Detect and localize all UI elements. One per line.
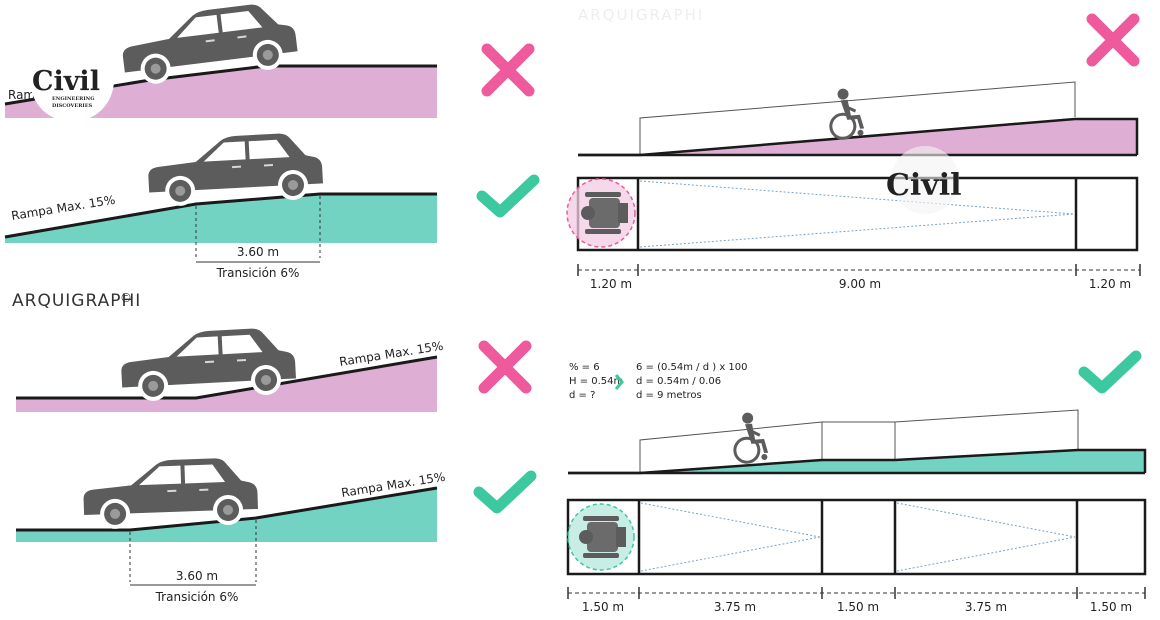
dim-landing-left: 1.20 m	[590, 277, 632, 291]
dim-5: 1.50 m	[1090, 600, 1132, 614]
formula-left-2: H = 0.54m	[569, 376, 623, 387]
transition-slope: Transición 6%	[216, 266, 300, 280]
dim-landing-right: 1.20 m	[1089, 277, 1131, 291]
logo-subtext-2: DISCOVERIES	[52, 103, 93, 109]
ramp-fill-bad	[640, 119, 1137, 155]
logo-subtext: ENGINEERING	[52, 96, 95, 102]
ramp-plan	[576, 176, 1139, 252]
car-panel-2: Rampa Max. 15% 3.60 m Transición 6%	[4, 131, 437, 280]
formula-right-1: 6 = (0.54m / d ) x 100	[636, 362, 748, 373]
car-icon	[119, 326, 297, 403]
ramp-fill-good	[16, 488, 437, 542]
cross-icon	[487, 49, 529, 91]
logo-text: Civil	[32, 66, 100, 97]
dim-2: 3.75 m	[714, 600, 756, 614]
formula-right-2: d = 0.54m / 0.06	[636, 376, 721, 387]
dim-4: 3.75 m	[965, 600, 1007, 614]
check-icon	[1084, 356, 1136, 388]
check-icon	[479, 476, 531, 508]
cross-icon	[1092, 19, 1134, 61]
transition-length: 3.60 m	[176, 569, 218, 583]
wheelchair-icon	[826, 85, 867, 141]
civil-logo: Civil ENGINEERING DISCOVERIES	[30, 38, 114, 122]
brand-copyright: ©	[120, 291, 132, 305]
transition-length: 3.60 m	[237, 245, 279, 259]
dim-1: 1.50 m	[582, 600, 624, 614]
transition-slope: Transición 6%	[155, 590, 239, 604]
brand-label: ARQUIGRAPHI	[12, 291, 141, 311]
watermark-logo: Civil	[886, 168, 962, 203]
cross-icon	[484, 346, 526, 388]
ramp-split-section: % = 6 H = 0.54m d = ? 6 = (0.54m / d ) x…	[566, 362, 1147, 614]
arrow-icon	[614, 374, 624, 390]
formula-left-3: d = ?	[569, 390, 595, 401]
ramp-profile	[4, 192, 437, 239]
ramp-single-section: ARQUIGRAPHI 1.20 m 9.00 m 1.20 m Civil	[566, 6, 1141, 291]
ramp-fill-good	[5, 194, 437, 243]
formula-left-1: % = 6	[569, 362, 600, 373]
check-icon	[482, 180, 534, 212]
ramp-profile	[16, 486, 438, 532]
dim-ramp: 9.00 m	[839, 277, 881, 291]
dim-3: 1.50 m	[837, 600, 879, 614]
ramp-label-cut: Ram	[8, 88, 35, 102]
car-icon	[146, 131, 324, 208]
watermark: ARQUIGRAPHI	[578, 6, 704, 24]
ramp-plan	[566, 498, 1147, 576]
wheelchair-icon	[730, 409, 771, 465]
car-icon	[82, 456, 259, 530]
ramp-label: Rampa Max. 15%	[10, 193, 116, 223]
formula-right-3: d = 9 metros	[636, 390, 702, 401]
ramp-fill-good	[640, 450, 1145, 473]
ramp-profile	[16, 355, 438, 400]
ramp-fill-bad	[5, 66, 437, 118]
car-panel-4: Rampa Max. 15% 3.60 m Transición 6%	[16, 456, 446, 604]
car-panel-3: Rampa Max. 15%	[16, 326, 444, 412]
